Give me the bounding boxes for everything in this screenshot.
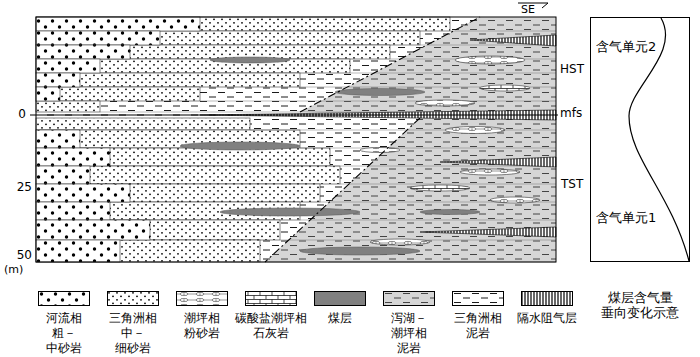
delta-sandstone: [36, 45, 390, 59]
siltstone-lens: [370, 239, 430, 245]
legend-pattern: [246, 292, 297, 306]
coal-seam: [220, 208, 360, 216]
river-sandstone: [36, 17, 200, 31]
coal-seam: [420, 210, 480, 215]
legend-pattern: [108, 292, 159, 306]
legend-pattern: [39, 292, 90, 306]
strata-line: [300, 148, 556, 149]
strata-line: [250, 130, 556, 131]
seal-layer: [440, 157, 556, 167]
limestone-lens: [480, 85, 530, 91]
depth-tick: 0: [18, 108, 26, 122]
coal-seam: [300, 247, 420, 255]
siltstone-lens: [360, 148, 400, 153]
seal-layer: [420, 227, 556, 237]
legend-swatch: [176, 291, 228, 306]
legend-swatch: [452, 291, 504, 306]
delta-sandstone: [36, 148, 330, 166]
mfs-line: [30, 115, 558, 116]
section-illustration: [30, 3, 558, 262]
systems-tract: TST: [561, 178, 583, 192]
legend-swatch: [383, 291, 435, 306]
depth-tick: 25: [17, 181, 32, 195]
limestone-lens: [410, 185, 470, 191]
legend-swatch: [107, 291, 159, 306]
depth-unit: (m): [4, 264, 23, 277]
legend-label: 潮坪相 粉砂岩: [184, 311, 220, 341]
facies-boundary: [265, 118, 420, 262]
depth-tick: 50: [17, 249, 32, 263]
river-sandstone: [36, 73, 80, 87]
legend-pattern: [384, 292, 435, 306]
strata-line: [450, 31, 556, 32]
delta-sandstone: [36, 59, 350, 73]
river-sandstone: [36, 31, 160, 45]
gas-content-panel: 含气单元2含气单元1煤层含气量 垂向变化示意: [590, 17, 690, 262]
siltstone-lens: [460, 169, 520, 175]
legend-swatch: [521, 291, 573, 306]
siltstone-lens: [445, 127, 505, 134]
delta-mudstone: [36, 17, 556, 262]
legend-label: 碳酸盐潮坪相 石灰岩: [235, 311, 307, 341]
legend-label: 泻湖－潮坪相 泥岩: [391, 311, 427, 356]
direction-label: SE: [521, 4, 535, 17]
legend-swatch: [38, 291, 90, 306]
legend-label: 隔水阻气层: [517, 311, 577, 326]
coal-seam: [210, 57, 290, 63]
systems-tract: HST: [560, 63, 584, 77]
river-sandstone: [36, 202, 110, 220]
river-sandstone: [36, 59, 100, 73]
legend-pattern: [177, 292, 228, 306]
delta-sandstone: [36, 118, 250, 130]
coal-seam: [180, 142, 300, 150]
delta-sandstone: [36, 184, 320, 202]
legend-pattern: [522, 292, 573, 306]
delta-sandstone: [36, 87, 200, 101]
panel-caption: 煤层含气量 垂向变化示意: [601, 291, 679, 321]
river-sandstone: [36, 130, 80, 148]
river-sandstone: [36, 220, 150, 240]
facies-boundary: [300, 17, 480, 112]
delta-sandstone: [36, 220, 280, 240]
seal-layer: [470, 35, 556, 46]
river-sandstone: [36, 240, 120, 262]
siltstone-lens: [490, 197, 540, 203]
delta-sandstone: [36, 166, 340, 184]
strata-line: [200, 101, 556, 102]
coal-seam: [335, 89, 425, 96]
gas-unit-label: 含气单元1: [596, 211, 656, 226]
delta-sandstone: [36, 17, 450, 31]
delta-sandstone: [36, 101, 100, 112]
strata-line: [300, 220, 556, 221]
legend-pattern: [453, 292, 504, 306]
delta-sandstone: [36, 73, 300, 87]
gas-content-curve: [591, 18, 691, 263]
river-sandstone: [36, 148, 110, 166]
siltstone-lens: [455, 56, 525, 64]
legend-label: 河流相 粗－中砂岩: [46, 311, 82, 356]
siltstone-lens: [415, 100, 475, 106]
legend-swatch: [314, 291, 366, 306]
river-sandstone: [36, 166, 90, 184]
section-frame: [36, 17, 556, 262]
delta-sandstone: [36, 240, 260, 262]
surface-label: mfs: [560, 107, 582, 121]
legend-label: 煤层: [328, 311, 352, 326]
strata-line: [350, 73, 556, 74]
legend-label: 三角洲相 中－细砂岩: [109, 311, 157, 356]
strata-line: [340, 184, 556, 185]
legend-label: 三角洲相 泥岩: [454, 311, 502, 341]
river-sandstone: [36, 87, 60, 101]
river-sandstone: [36, 184, 130, 202]
delta-sandstone: [36, 31, 420, 45]
gas-unit-label: 含气单元2: [596, 40, 656, 55]
legend-swatch: [245, 291, 297, 306]
river-sandstone: [36, 45, 130, 59]
